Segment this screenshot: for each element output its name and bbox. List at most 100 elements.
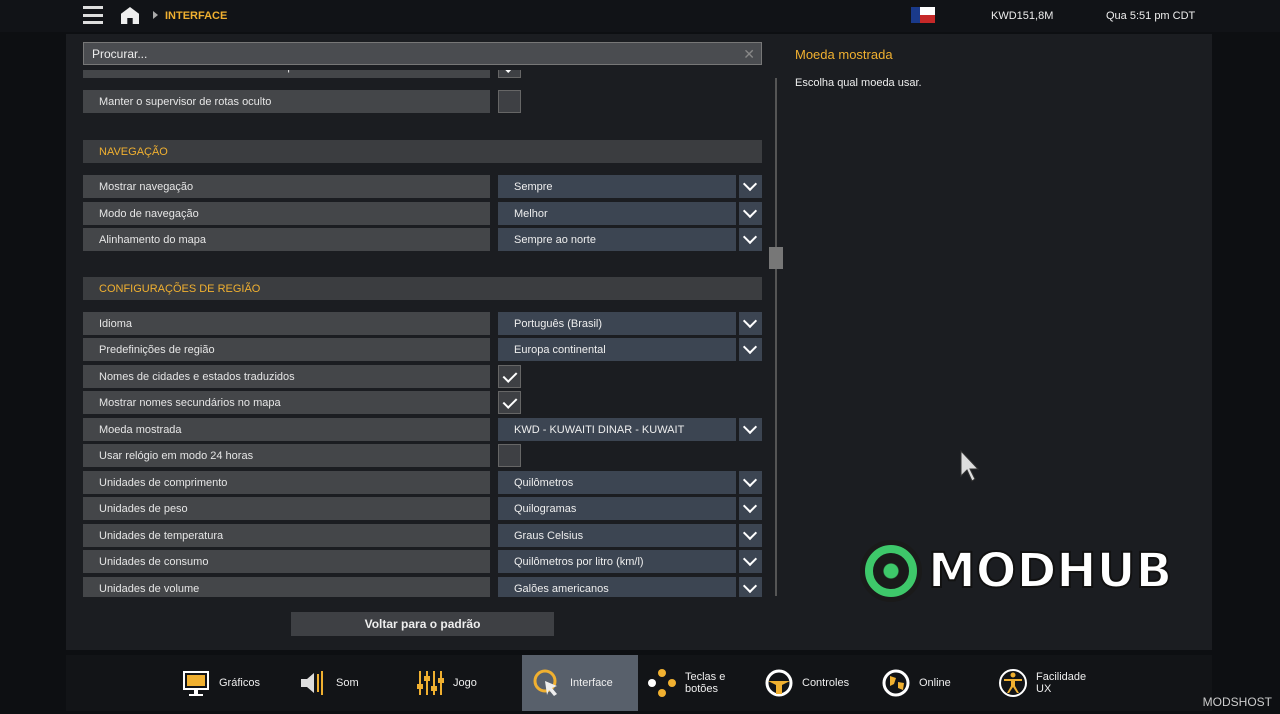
setting-row: Predefinições de região Europa continenta… (83, 338, 763, 361)
chevron-down-icon[interactable] (739, 201, 762, 225)
setting-label: Alerta de excesso de velocidade no super… (83, 70, 490, 78)
setting-label: Modo de navegação (83, 201, 490, 225)
tab-label: Jogo (453, 677, 477, 689)
setting-dropdown[interactable]: Melhor (498, 201, 736, 225)
setting-label: Usar relógio em modo 24 horas (83, 444, 490, 467)
setting-row: Unidades de comprimento Quilômetros (83, 470, 763, 494)
monitor-icon (181, 668, 211, 698)
home-icon[interactable] (121, 7, 139, 24)
setting-label: Alinhamento do mapa (83, 228, 490, 251)
chevron-down-icon[interactable] (739, 175, 762, 198)
setting-label: Nomes de cidades e estados traduzidos (83, 364, 490, 388)
watermark: MODSHOST (1202, 695, 1272, 709)
setting-row: Mostrar nomes secundários no mapa (83, 391, 763, 414)
steering-wheel-logo-icon (860, 540, 922, 602)
tab-teclas-e-botões[interactable]: Teclas e botões (639, 655, 759, 711)
tab-facilidade-ux[interactable]: Facilidade UX (990, 655, 1110, 711)
sliders-icon (415, 668, 445, 698)
chevron-down-icon[interactable] (739, 417, 762, 441)
menu-icon[interactable] (83, 6, 103, 24)
speaker-icon (298, 668, 328, 698)
tab-label: Teclas e botões (685, 671, 726, 695)
cursor-click-icon (532, 668, 562, 698)
setting-dropdown[interactable]: Sempre ao norte (498, 228, 736, 251)
tab-jogo[interactable]: Jogo (407, 655, 491, 711)
chevron-down-icon[interactable] (739, 497, 762, 520)
setting-row: Usar relógio em modo 24 horas (83, 444, 763, 467)
setting-row: Unidades de consumo Quilômetros por litro… (83, 550, 763, 573)
setting-checkbox[interactable] (498, 70, 521, 78)
modhub-logo: MODHUB (860, 540, 1173, 602)
setting-row: Nomes de cidades e estados traduzidos (83, 364, 763, 388)
clear-icon[interactable]: ✕ (743, 46, 755, 62)
section-header: CONFIGURAÇÕES DE REGIÃO (83, 276, 762, 300)
setting-row: Unidades de temperatura Graus Celsius (83, 523, 763, 547)
setting-label: Unidades de comprimento (83, 470, 490, 494)
setting-row: Modo de navegação Melhor (83, 201, 763, 225)
chevron-down-icon[interactable] (739, 576, 762, 597)
search-input[interactable]: Procurar... ✕ (83, 42, 762, 65)
tab-som[interactable]: Som (290, 655, 373, 711)
setting-row: Unidades de volume Galões americanos (83, 576, 763, 597)
setting-checkbox[interactable] (498, 391, 521, 414)
tab-gráficos[interactable]: Gráficos (173, 655, 274, 711)
texas-flag-icon (911, 7, 935, 23)
setting-dropdown[interactable]: Galões americanos (498, 576, 736, 597)
setting-label: Unidades de peso (83, 497, 490, 520)
breadcrumb: INTERFACE (165, 10, 228, 22)
tab-label: Interface (570, 677, 613, 689)
setting-label: Unidades de consumo (83, 550, 490, 573)
setting-dropdown[interactable]: Graus Celsius (498, 523, 736, 547)
setting-label: Manter o supervisor de rotas oculto (83, 90, 490, 113)
tab-online[interactable]: Online (873, 655, 965, 711)
setting-checkbox[interactable] (498, 90, 521, 113)
setting-label: Unidades de volume (83, 576, 490, 597)
tab-label: Facilidade UX (1036, 671, 1087, 695)
search-placeholder: Procurar... (92, 47, 148, 61)
setting-row: Manter o supervisor de rotas oculto (83, 90, 763, 113)
tab-controles[interactable]: Controles (756, 655, 863, 711)
setting-row: Alerta de excesso de velocidade no super… (83, 70, 763, 78)
setting-label: Unidades de temperatura (83, 523, 490, 547)
bottom-tab-bar: Gráficos Som Jogo Interface Teclas e botões C… (66, 655, 1212, 711)
help-title: Moeda mostrada (795, 47, 893, 62)
scrollbar-thumb[interactable] (769, 247, 783, 269)
chevron-down-icon[interactable] (739, 228, 762, 251)
globe-icon (881, 668, 911, 698)
mouse-cursor-icon (960, 449, 980, 487)
setting-checkbox[interactable] (498, 444, 521, 467)
section-header: NAVEGAÇÃO (83, 140, 762, 163)
setting-dropdown[interactable]: Quilômetros por litro (km/l) (498, 550, 736, 573)
tab-label: Controles (802, 677, 850, 689)
tab-label: Online (919, 677, 951, 689)
chevron-down-icon[interactable] (739, 311, 762, 335)
game-clock: Qua 5:51 pm CDT (1106, 10, 1196, 22)
steering-wheel-icon (764, 668, 794, 698)
logo-text: MODHUB (927, 542, 1173, 600)
money-balance: KWD151,8M (991, 10, 1054, 22)
tab-interface[interactable]: Interface (522, 655, 638, 711)
chevron-down-icon[interactable] (739, 338, 762, 361)
chevron-down-icon[interactable] (739, 523, 762, 547)
setting-row: Alinhamento do mapa Sempre ao norte (83, 228, 763, 251)
chevron-down-icon[interactable] (739, 550, 762, 573)
setting-dropdown[interactable]: KWD - KUWAITI DINAR - KUWAIT (498, 417, 736, 441)
chevron-down-icon[interactable] (739, 470, 762, 494)
setting-label: Mostrar navegação (83, 175, 490, 198)
tab-label: Gráficos (219, 677, 260, 689)
setting-row: Unidades de peso Quilogramas (83, 497, 763, 520)
reset-defaults-button[interactable]: Voltar para o padrão (291, 612, 554, 636)
setting-dropdown[interactable]: Europa continental (498, 338, 736, 361)
setting-checkbox[interactable] (498, 364, 521, 388)
scrollbar-track[interactable] (775, 78, 777, 596)
setting-label: Predefinições de região (83, 338, 490, 361)
setting-dropdown[interactable]: Quilogramas (498, 497, 736, 520)
help-description: Escolha qual moeda usar. (795, 77, 922, 89)
gamepad-buttons-icon (647, 668, 677, 698)
setting-dropdown[interactable]: Sempre (498, 175, 736, 198)
accessibility-icon (998, 668, 1028, 698)
setting-dropdown[interactable]: Quilômetros (498, 470, 736, 494)
setting-dropdown[interactable]: Português (Brasil) (498, 311, 736, 335)
